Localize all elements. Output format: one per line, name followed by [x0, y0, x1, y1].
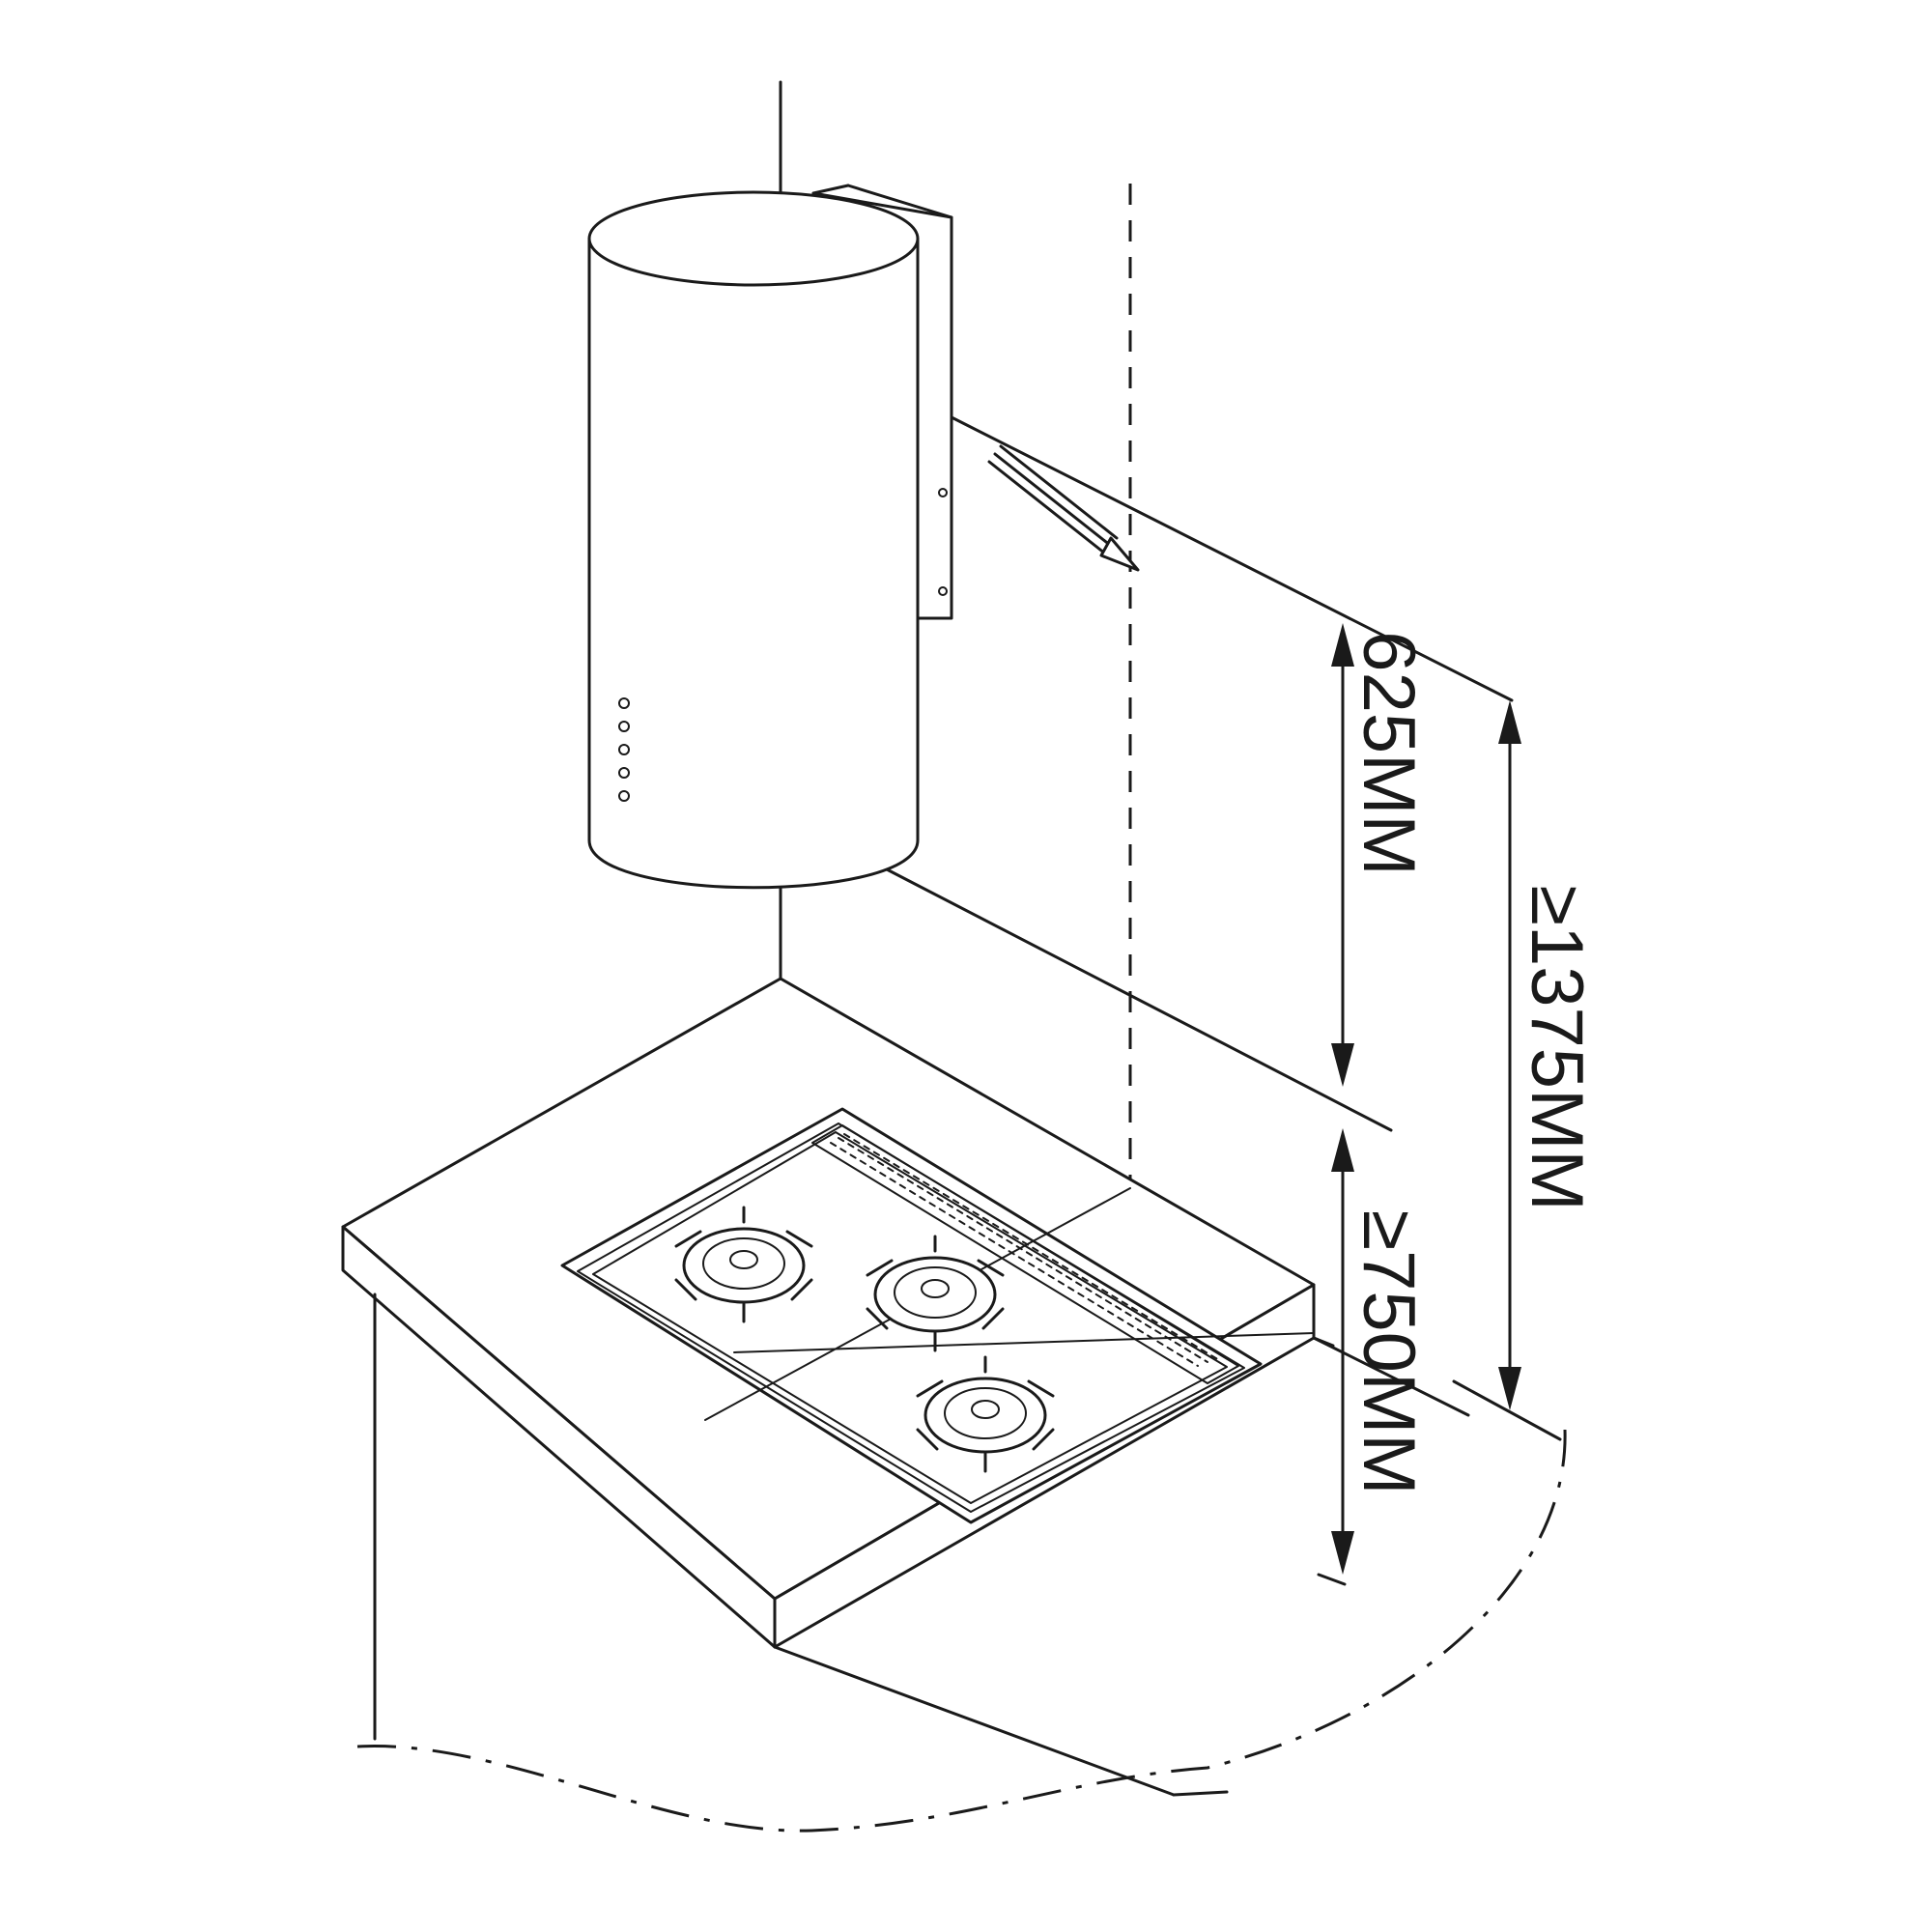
hood-control-buttons: [618, 697, 630, 802]
dimension-label-625: 625MM: [1348, 631, 1430, 875]
mounting-screw: [938, 488, 948, 497]
dimension-label-750: ≥750MM: [1348, 1209, 1430, 1494]
gas-hob: [560, 1107, 1315, 1524]
pencil-icon: [987, 444, 1140, 572]
cooker-hood: [587, 184, 953, 890]
vent-holes: [830, 1133, 1220, 1367]
mounting-screw: [938, 586, 948, 596]
dimension-label-1375: ≥1375MM: [1516, 885, 1598, 1210]
burner-1: [674, 1206, 813, 1323]
floor-outline: [356, 1429, 1567, 1833]
burner-2: [866, 1235, 1005, 1352]
dimension-lines: [1317, 623, 1562, 1586]
burner-3: [916, 1355, 1055, 1473]
